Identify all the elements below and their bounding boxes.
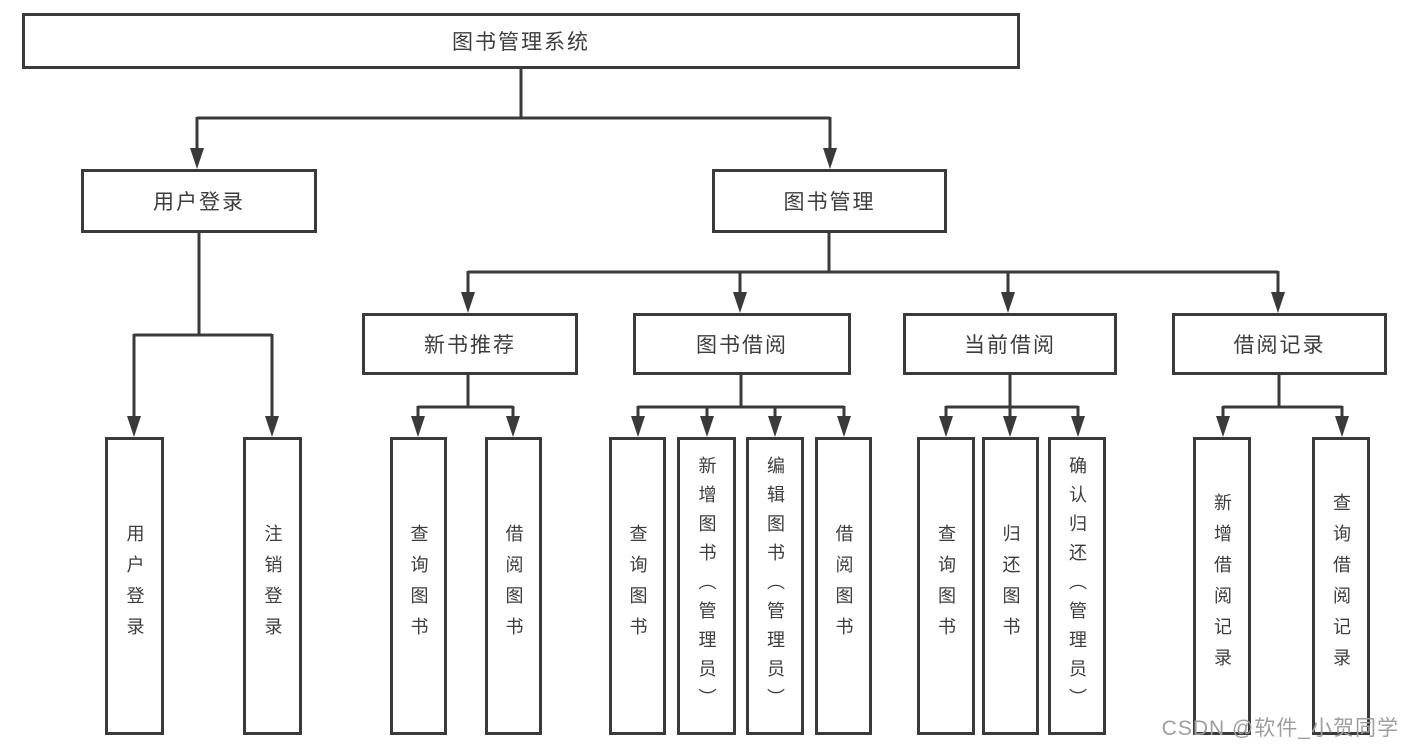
leaf-user-login: 用户登录: [105, 437, 164, 735]
watermark-text: CSDN @软件_小贺同学: [1161, 717, 1399, 740]
node-borrowing-records: 借阅记录: [1172, 313, 1387, 375]
node-current-borrowing: 当前借阅: [903, 313, 1117, 375]
node-user-login: 用户登录: [81, 169, 317, 233]
leaf-edit-books-admin: 编辑图书（管理员）: [746, 437, 804, 735]
node-new-book-recommend: 新书推荐: [362, 313, 578, 375]
leaf-query-books-borrowing: 查询图书: [609, 437, 666, 735]
leaf-add-borrow-record: 新增借阅记录: [1193, 437, 1251, 735]
leaf-logout: 注销登录: [243, 437, 302, 735]
leaf-borrow-books: 借阅图书: [815, 437, 872, 735]
leaf-query-books-current: 查询图书: [917, 437, 975, 735]
leaf-borrow-books-recommend: 借阅图书: [485, 437, 542, 735]
leaf-query-borrow-record: 查询借阅记录: [1312, 437, 1370, 735]
leaf-query-books-recommend: 查询图书: [390, 437, 447, 735]
node-book-management: 图书管理: [712, 169, 947, 233]
leaf-add-books-admin: 新增图书（管理员）: [677, 437, 736, 735]
node-book-borrowing: 图书借阅: [633, 313, 851, 375]
node-library-management-system: 图书管理系统: [22, 13, 1020, 69]
leaf-return-books: 归还图书: [982, 437, 1039, 735]
leaf-confirm-return-admin: 确认归还（管理员）: [1048, 437, 1106, 735]
